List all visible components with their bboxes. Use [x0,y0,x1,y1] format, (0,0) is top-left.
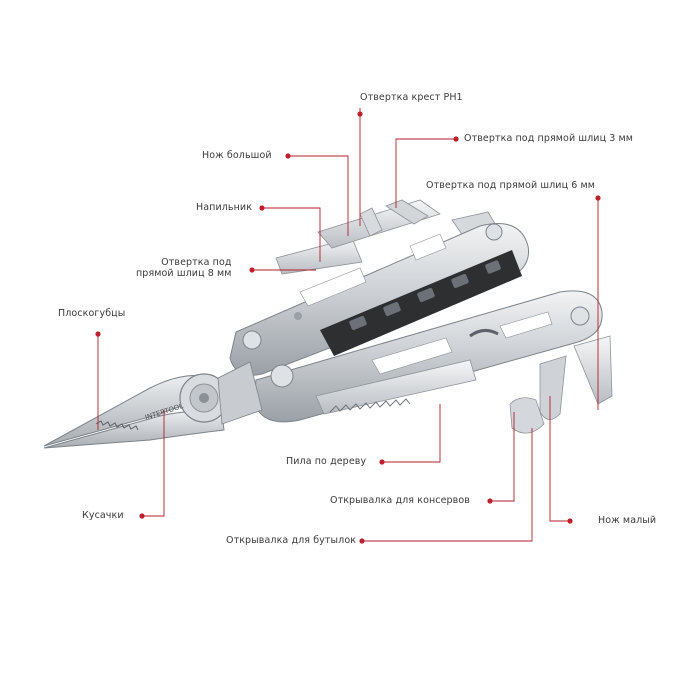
leader-can-opener [490,412,515,502]
dot-wire-cutters [139,513,145,519]
dot-small-knife [567,518,573,524]
label-file: Напильник [196,202,253,213]
dot-phillips-ph1 [357,111,363,117]
multitool-image: INTERTOOL [43,199,613,449]
rivet [242,330,262,350]
dot-flat-6mm [595,195,601,201]
leader-bottle-opener [362,428,533,542]
small-knife-blade [573,335,613,405]
ph1-tip [359,207,383,237]
bottle-opener [509,397,545,434]
label-wire-cutters: Кусачки [82,510,124,521]
dot-big-knife [285,153,291,159]
dot-wood-saw [379,459,385,465]
label-flat-6mm: Отвертка под прямой шлиц 6 мм [426,180,596,191]
flat-3mm-tip [385,199,429,225]
dot-flat-8mm [249,267,255,273]
leader-wire-cutters [142,410,165,517]
label-flat-3mm: Отвертка под прямой шлиц 3 мм [464,133,634,144]
label-can-opener: Открывалка для консервов [330,495,470,506]
leader-lines [97,108,599,542]
leader-big-knife [288,155,349,236]
wood-saw-blade [315,359,477,415]
dot-file [259,205,265,211]
dot-pliers [95,331,101,337]
label-dots [95,111,601,544]
flat-8mm-blade [275,237,363,275]
can-opener [539,355,567,420]
leader-file [262,207,321,262]
label-bottle-opener: Открывалка для бутылок [226,535,357,546]
label-small-knife: Нож малый [598,515,657,526]
leader-small-knife [549,396,570,522]
label-big-knife: Нож большой [202,150,272,161]
upper-handle-insert [320,250,522,356]
label-flat-8mm: Отвертка под прямой шлиц 8 мм [136,257,232,279]
dot-flat-3mm [453,136,459,142]
label-phillips-ph1: Отвертка крест PH1 [360,92,463,103]
leader-wood-saw [382,404,441,463]
dot-can-opener [487,498,493,504]
pliers-jaw-lower [43,410,225,449]
dot-bottle-opener [359,538,365,544]
label-pliers: Плоскогубцы [58,308,126,319]
label-wood-saw: Пила по дереву [286,456,367,467]
leader-flat-3mm [395,138,456,208]
